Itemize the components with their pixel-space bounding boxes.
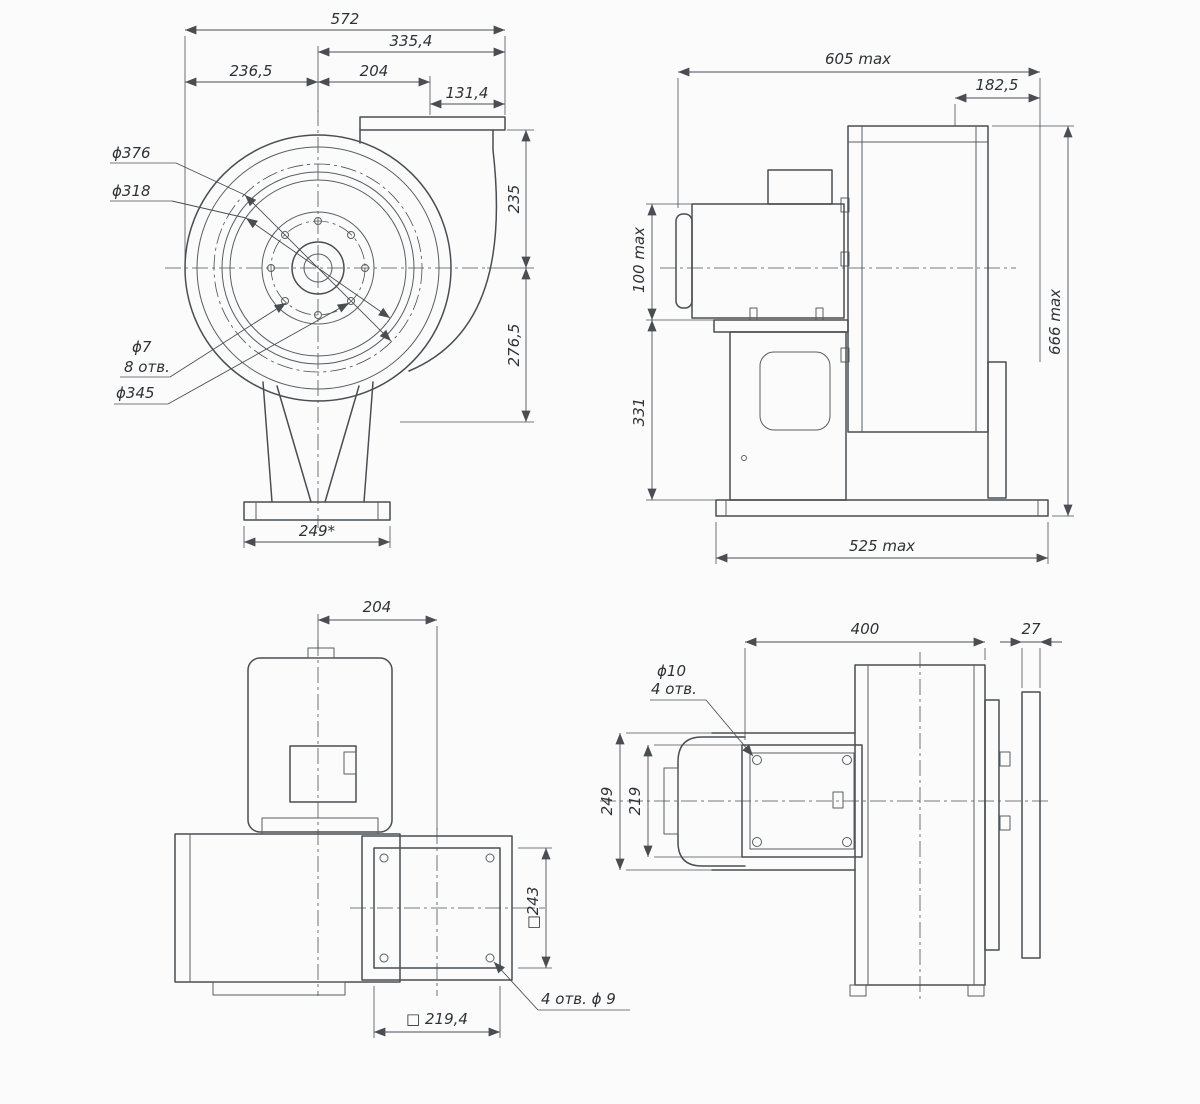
side-motor <box>675 169 849 333</box>
label-4otv-d9-text: 4 отв. ϕ 9 <box>541 990 616 1008</box>
dim-219-4-label: □ 219,4 <box>406 1010 468 1028</box>
dim-249-rear: 249 <box>598 732 712 871</box>
rear-housing <box>849 664 986 997</box>
dim-605-max: 605 max <box>677 50 1041 362</box>
label-d318-text: ϕ318 <box>112 182 151 200</box>
dim-182-5-label: 182,5 <box>976 76 1019 94</box>
dim-572: 572 <box>184 10 506 260</box>
label-d376-text: ϕ376 <box>112 144 151 162</box>
front-view: 572 335,4 236,5 204 131,4 235 <box>110 10 534 548</box>
dim-236-5: 236,5 <box>185 62 318 87</box>
dim-235-label: 235 <box>505 185 523 214</box>
label-d345-text: ϕ345 <box>116 384 155 402</box>
dim-335-4-label: 335,4 <box>390 32 433 50</box>
label-4-holes-10: ϕ10 4 отв. <box>650 662 754 757</box>
dim-605-label: 605 max <box>825 50 891 68</box>
dim-525-max: 525 max <box>715 522 1049 564</box>
dim-219-rear-label: 219 <box>626 787 644 816</box>
rear-mounting-plate <box>741 744 863 858</box>
dim-249-star: 249* <box>243 522 391 548</box>
top-motor <box>247 647 393 835</box>
dim-219-rear: 219 <box>626 744 742 858</box>
side-view: 605 max 182,5 100 max 331 666 max <box>630 50 1074 564</box>
dim-27: 27 <box>1000 620 1062 688</box>
label-d7-text: ϕ7 <box>132 338 152 356</box>
scroll-casing-outline <box>184 116 506 402</box>
side-housing <box>840 125 1007 499</box>
side-base-plate <box>715 499 1049 517</box>
label-diameter-376: ϕ376 <box>110 144 392 342</box>
label-diameter-318: ϕ318 <box>110 182 391 319</box>
dim-131-4-label: 131,4 <box>446 84 489 102</box>
dim-204-front-label: 204 <box>360 62 389 80</box>
label-d10-text: ϕ10 <box>657 662 686 680</box>
rear-top-view: 400 27 ϕ10 4 отв. 249 219 <box>598 620 1062 1002</box>
rear-inlet-plates <box>984 691 1041 959</box>
dim-400-label: 400 <box>851 620 880 638</box>
label-holes-7: ϕ7 8 отв. <box>120 302 287 378</box>
dim-666-max-label: 666 max <box>1046 289 1064 355</box>
label-4-holes-9: 4 отв. ϕ 9 <box>493 961 630 1011</box>
rear-motor <box>663 736 746 867</box>
dim-249-rear-label: 249 <box>598 787 616 816</box>
dim-666-max: 666 max <box>992 125 1074 517</box>
side-pedestal <box>729 331 847 501</box>
label-4otv-text: 4 отв. <box>651 680 697 698</box>
label-diameter-345: ϕ345 <box>114 302 350 405</box>
dim-204-top: 204 <box>317 598 438 830</box>
dim-525-max-label: 525 max <box>849 537 915 555</box>
dim-243: □243 <box>518 847 552 969</box>
dim-243-label: □243 <box>524 887 542 930</box>
outlet-flange-square <box>361 835 513 981</box>
dim-100-max: 100 max <box>630 203 714 321</box>
top-view: 204 □243 □ 219,4 4 отв. ϕ 9 <box>174 598 630 1038</box>
dim-400: 400 <box>744 620 986 740</box>
dim-331: 331 <box>630 320 716 501</box>
dim-276-5-label: 276,5 <box>505 324 523 367</box>
dim-219-4: □ 219,4 <box>373 986 501 1038</box>
dim-249-star-label: 249* <box>299 522 336 540</box>
dim-572-label: 572 <box>331 10 360 28</box>
dim-236-5-label: 236,5 <box>230 62 273 80</box>
dim-182-5: 182,5 <box>954 76 1040 126</box>
rear-centerlines <box>600 652 1052 1002</box>
dim-27-label: 27 <box>1021 620 1041 638</box>
dim-100-max-label: 100 max <box>630 227 648 293</box>
top-housing <box>174 833 401 996</box>
dim-131-4: 131,4 <box>430 84 505 109</box>
dim-204-front: 204 <box>318 62 431 115</box>
dim-276-5: 276,5 <box>400 268 534 423</box>
dim-331-label: 331 <box>630 398 648 427</box>
support-stand <box>243 381 391 521</box>
rear-frame-rails <box>711 732 856 871</box>
dim-204-top-label: 204 <box>363 598 392 616</box>
label-8otv-text: 8 отв. <box>124 358 170 376</box>
